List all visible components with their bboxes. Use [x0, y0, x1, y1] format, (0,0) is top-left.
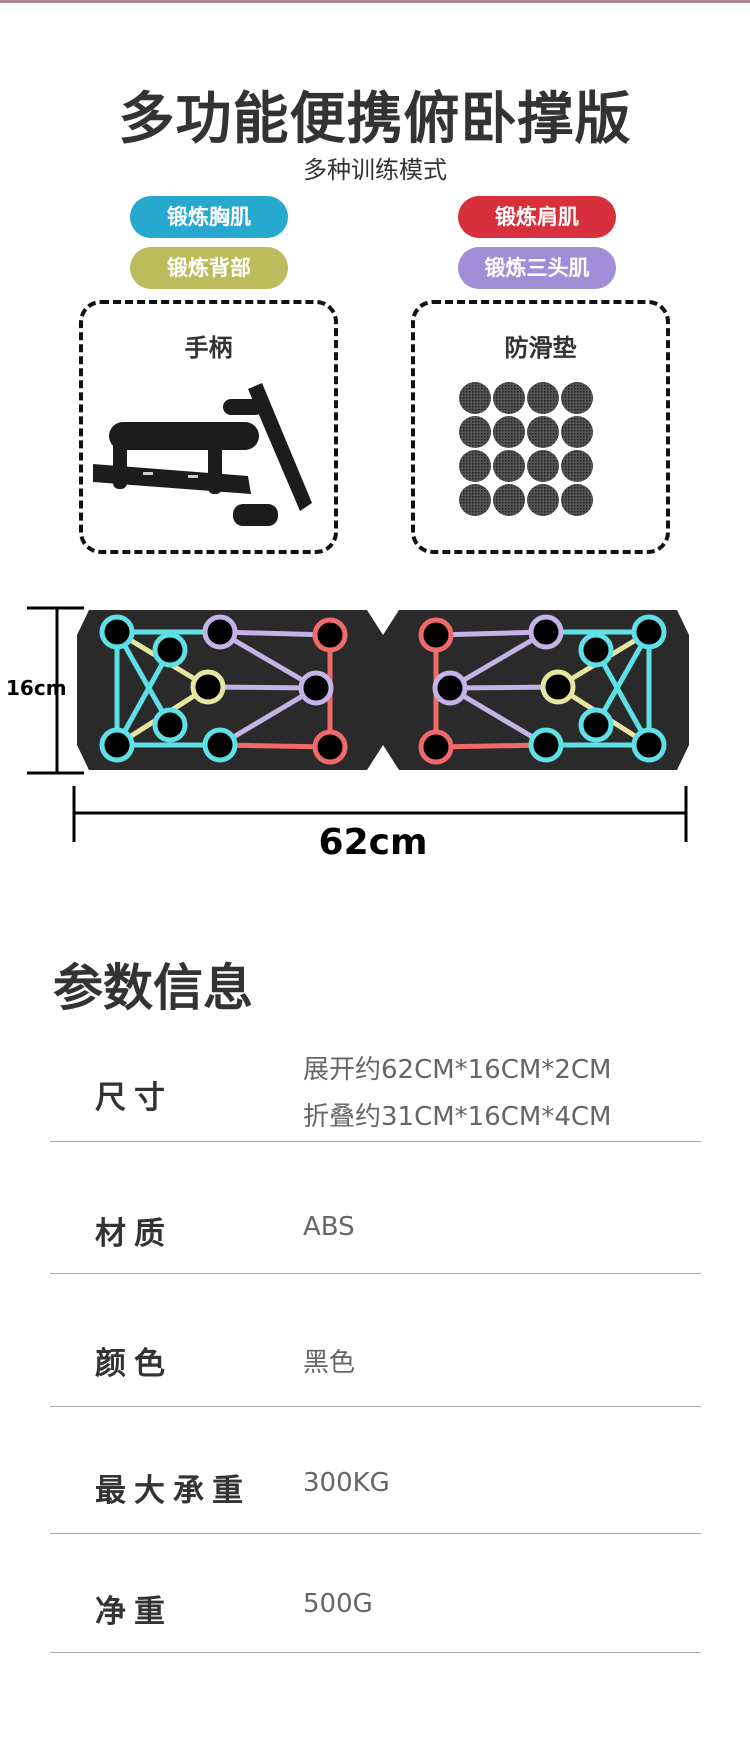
spec-value: ABS	[303, 1212, 355, 1242]
spec-row-max-load: 最大承重 300KG	[50, 1407, 701, 1534]
height-label: 16cm	[6, 676, 67, 700]
spec-label: 尺寸	[95, 1080, 173, 1116]
spec-value: 黑色	[303, 1348, 356, 1378]
accessory-card-handle: 手柄	[79, 300, 338, 554]
page-subtitle: 多种训练模式	[303, 156, 447, 184]
anti-slip-pad-icon	[459, 382, 593, 516]
mode-badge-shoulder: 锻炼肩肌	[458, 196, 616, 238]
accessory-card-anti-slip-pad: 防滑垫	[411, 300, 670, 554]
mode-badge-back: 锻炼背部	[130, 247, 288, 289]
spec-value: 展开约62CM*16CM*2CM	[303, 1055, 612, 1085]
board-left-panel	[77, 610, 383, 770]
spec-value: 500G	[303, 1589, 373, 1619]
specs-title: 参数信息	[53, 959, 253, 1017]
handle-icon	[93, 383, 312, 526]
spec-row-color: 颜色 黑色	[50, 1274, 701, 1407]
spec-label: 最大承重	[95, 1473, 251, 1509]
top-border	[0, 0, 750, 3]
mode-badge-triceps: 锻炼三头肌	[458, 247, 616, 289]
spec-label: 净重	[95, 1594, 173, 1630]
page-title: 多功能便携俯卧撑版	[118, 87, 632, 152]
spec-value: 折叠约31CM*16CM*4CM	[303, 1102, 612, 1132]
accessory-label: 手柄	[184, 334, 233, 362]
spec-row-material: 材质 ABS	[50, 1142, 701, 1274]
spec-value: 300KG	[303, 1468, 390, 1498]
spec-row-size: 尺寸 展开约62CM*16CM*2CM 折叠约31CM*16CM*4CM	[50, 1030, 701, 1142]
spec-label: 材质	[95, 1216, 173, 1252]
spec-label: 颜色	[95, 1346, 173, 1382]
width-label: 62cm	[318, 822, 428, 863]
board-right-panel	[383, 610, 689, 770]
pushup-board-diagram	[27, 606, 750, 842]
mode-badge-chest: 锻炼胸肌	[130, 196, 288, 238]
spec-row-net-weight: 净重 500G	[50, 1534, 701, 1653]
accessory-label: 防滑垫	[504, 334, 577, 362]
